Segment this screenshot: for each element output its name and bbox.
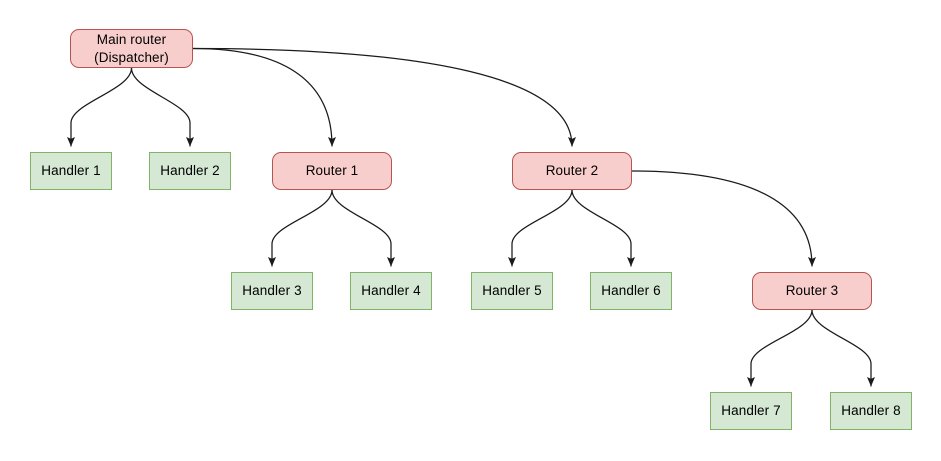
node-label: Handler 8 (841, 403, 901, 419)
edge-main-to-router1 (192, 47, 336, 147)
node-main-router[interactable]: Main router (Dispatcher) (70, 29, 193, 68)
node-label: Handler 7 (721, 403, 781, 419)
node-router-2[interactable]: Router 2 (512, 152, 632, 190)
node-handler-1[interactable]: Handler 1 (30, 152, 112, 190)
edge-main-to-router2 (192, 47, 576, 147)
node-handler-6[interactable]: Handler 6 (590, 272, 672, 310)
node-label: Handler 6 (601, 283, 661, 299)
node-label: Handler 4 (361, 283, 421, 299)
node-label: Handler 1 (41, 163, 101, 179)
edge-router1-to-handler4 (331, 189, 396, 267)
node-label: Handler 2 (160, 163, 220, 179)
node-label: Handler 3 (242, 283, 302, 299)
node-handler-5[interactable]: Handler 5 (471, 272, 553, 310)
edge-main-to-handler1 (67, 67, 133, 147)
edge-router2-to-handler5 (508, 189, 573, 267)
node-label: Router 2 (545, 163, 599, 179)
node-label: Router 3 (785, 283, 839, 299)
node-router-3[interactable]: Router 3 (752, 272, 872, 310)
node-handler-4[interactable]: Handler 4 (350, 272, 432, 310)
node-router-1[interactable]: Router 1 (272, 152, 392, 190)
node-handler-7[interactable]: Handler 7 (710, 392, 792, 430)
edge-router3-to-handler8 (811, 309, 876, 387)
node-handler-2[interactable]: Handler 2 (149, 152, 231, 190)
node-label: Main router (Dispatcher) (94, 32, 169, 65)
edge-router1-to-handler3 (268, 189, 333, 267)
node-label: Router 1 (305, 163, 359, 179)
edge-main-to-handler2 (130, 67, 195, 147)
edge-router2-to-router3 (631, 170, 816, 267)
node-handler-3[interactable]: Handler 3 (231, 272, 313, 310)
edge-router3-to-handler7 (747, 309, 813, 387)
node-handler-8[interactable]: Handler 8 (830, 392, 912, 430)
edge-router2-to-handler6 (571, 189, 636, 267)
node-label: Handler 5 (482, 283, 542, 299)
